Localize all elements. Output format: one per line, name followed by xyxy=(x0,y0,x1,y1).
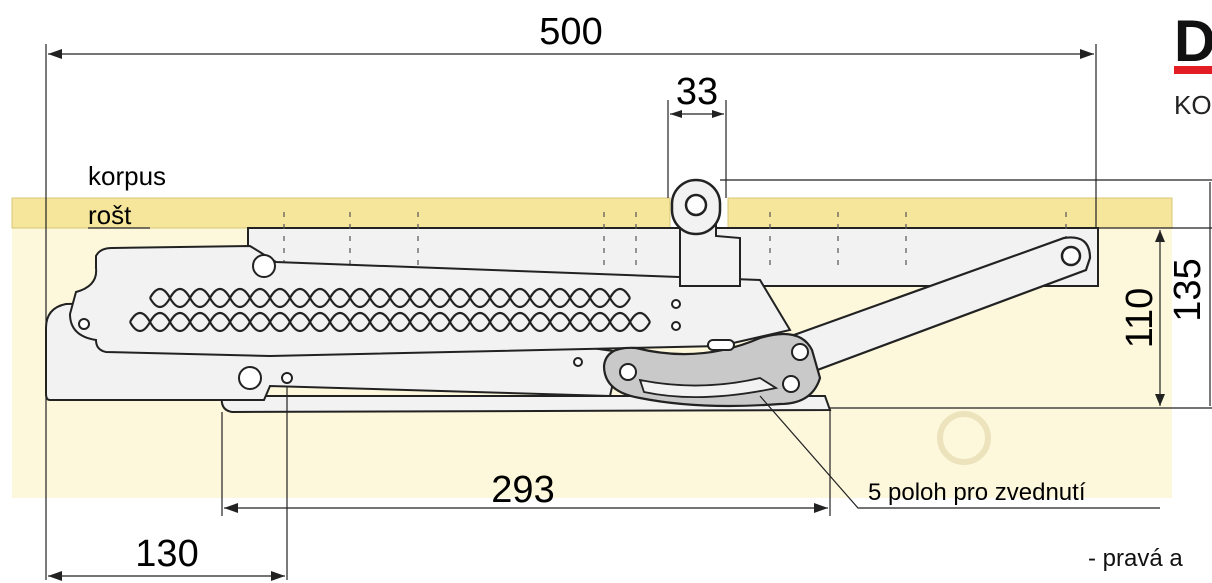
board-right xyxy=(727,197,1173,229)
dim-33: 33 xyxy=(676,71,718,113)
brand-mark: D xyxy=(1174,9,1212,74)
frame-holes xyxy=(78,254,735,390)
lever-pivot xyxy=(1060,245,1082,267)
board-left xyxy=(11,197,671,229)
lever-arm xyxy=(777,236,1092,374)
registered-watermark xyxy=(937,411,991,465)
dimension-arrows xyxy=(48,49,1165,581)
side-note: - pravá a xyxy=(1088,545,1183,572)
plate-pivot-top xyxy=(791,343,809,361)
plate-pivot-right xyxy=(782,375,800,393)
dimension-lines xyxy=(45,44,1212,580)
label-positions: 5 poloh pro zvednutí xyxy=(868,479,1086,506)
brand-accent-bar xyxy=(1174,66,1212,74)
dim-293: 293 xyxy=(491,469,554,511)
springs xyxy=(129,287,651,333)
dim-130: 130 xyxy=(135,533,198,575)
spring-bracket xyxy=(68,244,792,358)
brand-logo: D KO xyxy=(1174,9,1212,120)
dim-135: 135 xyxy=(1167,258,1209,321)
label-korpus: korpus xyxy=(88,161,166,191)
dim-500: 500 xyxy=(539,11,602,53)
brand-subtitle: KO xyxy=(1174,90,1212,120)
hinge-pivot xyxy=(684,193,708,217)
plate-pivot-left xyxy=(619,363,637,381)
dim-110: 110 xyxy=(1119,288,1161,349)
label-rost: rošt xyxy=(88,200,132,230)
adjusting-slot xyxy=(638,377,779,399)
